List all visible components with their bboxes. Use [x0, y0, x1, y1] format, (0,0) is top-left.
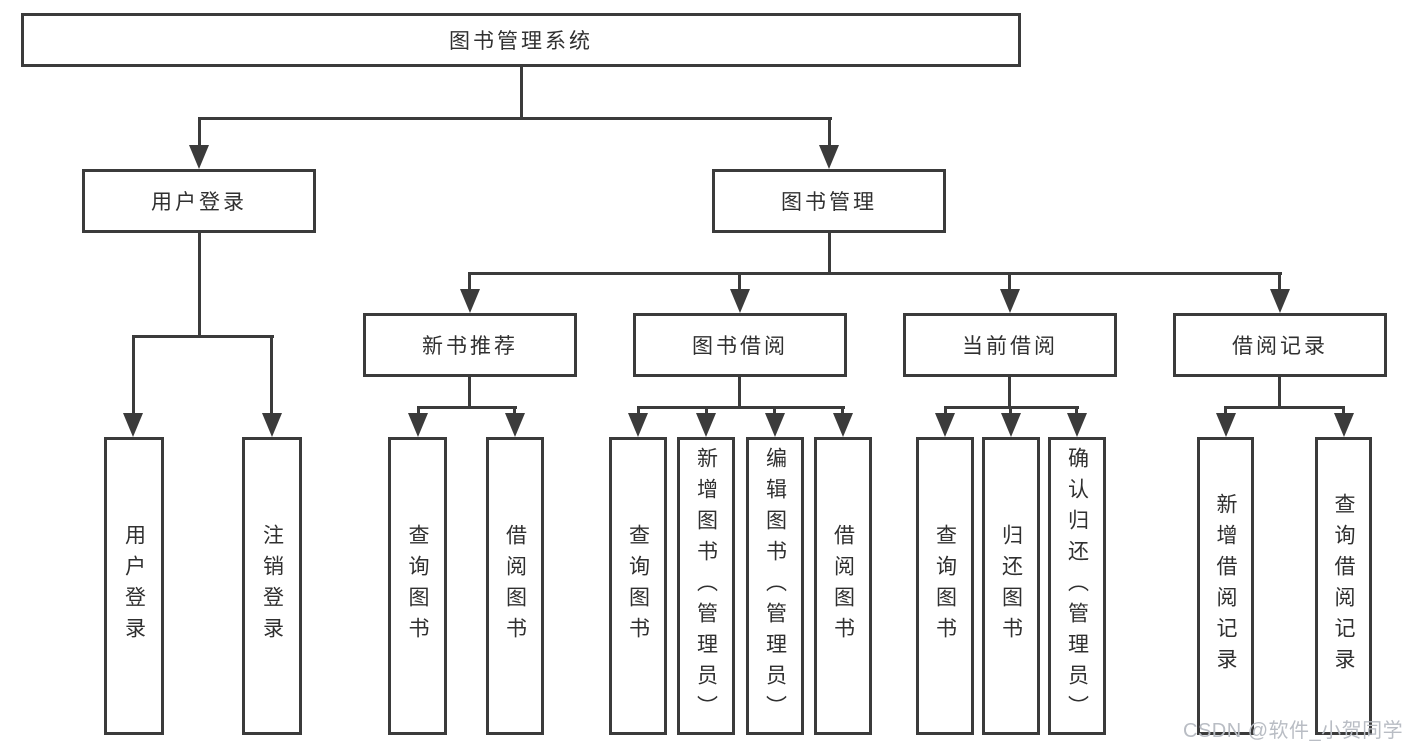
connector-level2-bar: [198, 117, 832, 120]
connector-new-book-arrow-stem: [468, 272, 471, 292]
arrow-down-icon: [189, 145, 209, 169]
node-label: 图书管理系统: [449, 30, 593, 53]
connector-cb-return-arrow-stem: [1009, 406, 1012, 416]
node-label: 查询图书: [406, 524, 429, 648]
node-label: 归还图书: [999, 524, 1023, 648]
connector-new-book-bar: [417, 406, 517, 409]
node-label: 用户登录: [151, 191, 247, 214]
connector-leaf-logout-arrow-stem: [270, 335, 273, 415]
arrow-down-icon: [1001, 413, 1021, 437]
connector-br-add-arrow-stem: [1224, 406, 1227, 416]
node-new-book-recommend: 新书推荐: [363, 313, 577, 377]
connector-book-borrow-arrow-stem: [738, 272, 741, 292]
node-leaf-add-books-admin: 新增图书（管理员）: [677, 437, 735, 735]
node-book-borrowing: 图书借阅: [633, 313, 847, 377]
arrow-down-icon: [1334, 413, 1354, 437]
node-leaf-query-borrow-record: 查询借阅记录: [1315, 437, 1372, 735]
connector-cb-query-arrow-stem: [944, 406, 947, 416]
node-leaf-edit-books-admin: 编辑图书（管理员）: [746, 437, 804, 735]
arrow-down-icon: [833, 413, 853, 437]
node-current-borrowing: 当前借阅: [903, 313, 1117, 377]
node-label: 查询图书: [933, 524, 957, 648]
connector-bb-edit-arrow-stem: [773, 406, 776, 416]
connector-br-query-arrow-stem: [1342, 406, 1345, 416]
connector-book-borrow-stem: [738, 375, 741, 408]
node-label: 新增图书（管理员）: [694, 446, 718, 726]
arrow-down-icon: [408, 413, 428, 437]
connector-user-login-stem: [198, 231, 201, 337]
arrow-down-icon: [765, 413, 785, 437]
connector-current-borrow-stem: [1008, 375, 1011, 408]
connector-user-login-arrow-stem: [198, 117, 201, 147]
arrow-down-icon: [123, 413, 143, 437]
connector-bb-add-arrow-stem: [705, 406, 708, 416]
arrow-down-icon: [935, 413, 955, 437]
arrow-down-icon: [1000, 289, 1020, 313]
connector-book-mgmt-stem: [828, 231, 831, 275]
node-label: 查询借阅记录: [1332, 493, 1355, 679]
node-label: 借阅图书: [831, 524, 855, 648]
node-label: 图书借阅: [692, 335, 788, 358]
node-label: 确认归还（管理员）: [1065, 446, 1089, 726]
connector-bb-borrow-arrow-stem: [841, 406, 844, 416]
node-label: 编辑图书（管理员）: [763, 446, 787, 726]
node-label: 图书管理: [781, 191, 877, 214]
connector-bb-query-arrow-stem: [637, 406, 640, 416]
node-book-management: 图书管理: [712, 169, 946, 233]
connector-nb-borrow-arrow-stem: [513, 406, 516, 416]
connector-leaf-login-arrow-stem: [132, 335, 135, 415]
watermark: CSDN @软件_小贺同学: [1183, 720, 1404, 742]
node-label: 新增借阅记录: [1214, 493, 1237, 679]
node-leaf-logout: 注销登录: [242, 437, 302, 735]
connector-level3-bar: [468, 272, 1282, 275]
node-leaf-return-books: 归还图书: [982, 437, 1040, 735]
arrow-down-icon: [628, 413, 648, 437]
connector-cb-confirm-arrow-stem: [1075, 406, 1078, 416]
node-label: 借阅记录: [1232, 335, 1328, 358]
arrow-down-icon: [696, 413, 716, 437]
node-user-login: 用户登录: [82, 169, 316, 233]
connector-current-borrow-arrow-stem: [1008, 272, 1011, 292]
node-leaf-confirm-return-admin: 确认归还（管理员）: [1048, 437, 1106, 735]
node-leaf-query-books-cb: 查询图书: [916, 437, 974, 735]
node-label: 新书推荐: [422, 335, 518, 358]
node-library-management-system: 图书管理系统: [21, 13, 1021, 67]
connector-new-book-stem: [468, 375, 471, 408]
connector-book-mgmt-arrow-stem: [828, 117, 831, 147]
node-label: 当前借阅: [962, 335, 1058, 358]
arrow-down-icon: [1270, 289, 1290, 313]
node-label: 借阅图书: [503, 524, 527, 648]
node-label: 注销登录: [260, 524, 284, 648]
connector-user-login-bar: [132, 335, 274, 338]
node-leaf-query-books-nb: 查询图书: [388, 437, 447, 735]
arrow-down-icon: [730, 289, 750, 313]
node-borrowing-records: 借阅记录: [1173, 313, 1387, 377]
node-label: 用户登录: [122, 524, 146, 648]
connector-nb-query-arrow-stem: [417, 406, 420, 416]
connector-book-borrow-bar: [637, 406, 845, 409]
node-leaf-user-login: 用户登录: [104, 437, 164, 735]
arrow-down-icon: [262, 413, 282, 437]
connector-root-stem: [520, 65, 523, 119]
connector-borrow-record-arrow-stem: [1278, 272, 1281, 292]
node-leaf-borrow-books-bb: 借阅图书: [814, 437, 872, 735]
arrow-down-icon: [1216, 413, 1236, 437]
node-label: 查询图书: [626, 524, 650, 648]
arrow-down-icon: [1067, 413, 1087, 437]
node-leaf-add-borrow-record: 新增借阅记录: [1197, 437, 1254, 735]
arrow-down-icon: [460, 289, 480, 313]
node-leaf-borrow-books-nb: 借阅图书: [486, 437, 544, 735]
arrow-down-icon: [819, 145, 839, 169]
node-leaf-query-books-bb: 查询图书: [609, 437, 667, 735]
connector-borrow-record-bar: [1224, 406, 1345, 409]
connector-borrow-record-stem: [1278, 375, 1281, 408]
arrow-down-icon: [505, 413, 525, 437]
